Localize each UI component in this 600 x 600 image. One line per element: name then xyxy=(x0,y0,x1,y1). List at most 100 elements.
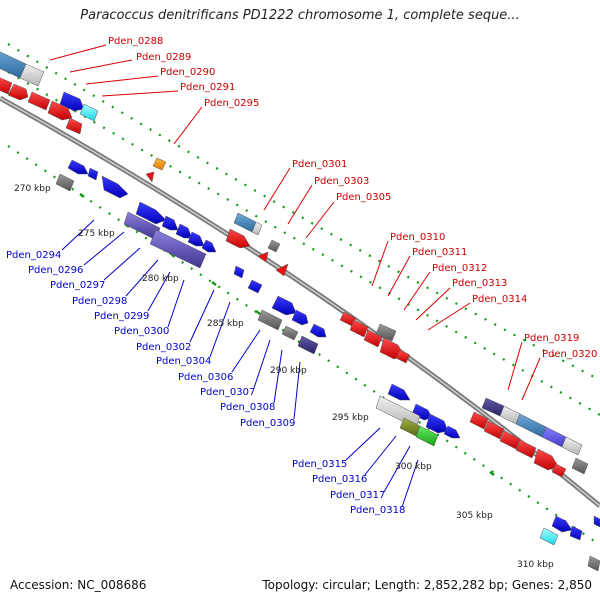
gene-feature xyxy=(233,265,245,279)
forward-gene-labels: Pden_0288 Pden_0289 Pden_0290 Pden_0291 … xyxy=(108,36,597,360)
gene-label[interactable]: Pden_0299 xyxy=(94,311,149,322)
gene-feature xyxy=(539,527,559,546)
gene-feature xyxy=(67,159,89,175)
gene-feature xyxy=(375,323,397,342)
gene-label[interactable]: Pden_0291 xyxy=(180,82,235,93)
gene-feature xyxy=(349,319,369,338)
gene-feature xyxy=(425,413,449,434)
gene-label[interactable]: Pden_0314 xyxy=(472,294,527,305)
gene-feature xyxy=(233,212,257,233)
gene-label[interactable]: Pden_0319 xyxy=(524,333,579,344)
gene-feature xyxy=(257,309,283,331)
gene-feature xyxy=(541,426,567,448)
kbp-label: 290 kbp xyxy=(270,366,307,376)
gene-label[interactable]: Pden_0298 xyxy=(72,296,127,307)
gene-feature xyxy=(152,157,167,171)
kbp-label: 275 kbp xyxy=(78,229,115,239)
gene-label[interactable]: Pden_0309 xyxy=(240,418,295,429)
gene-feature xyxy=(225,228,251,249)
gene-label[interactable]: Pden_0303 xyxy=(314,176,369,187)
gene-feature xyxy=(469,411,489,430)
gene-feature xyxy=(149,229,207,269)
gene-label[interactable]: Pden_0318 xyxy=(350,505,405,516)
gene-label[interactable]: Pden_0307 xyxy=(200,387,255,398)
gene-feature xyxy=(267,239,281,253)
gene-feature xyxy=(399,417,421,437)
gene-feature xyxy=(483,420,505,440)
forward-label-connectors xyxy=(49,44,541,401)
gene-label[interactable]: Pden_0316 xyxy=(312,474,367,485)
gene-feature xyxy=(515,413,547,438)
gene-feature xyxy=(175,223,193,239)
gene-feature xyxy=(515,439,537,459)
gene-label[interactable]: Pden_0313 xyxy=(452,278,507,289)
gene-feature xyxy=(593,515,600,528)
gene-feature xyxy=(569,525,583,541)
gene-feature xyxy=(27,91,51,111)
topology-text: Topology: circular; Length: 2,852,282 bp… xyxy=(262,578,592,592)
gene-feature xyxy=(79,103,99,122)
gene-label[interactable]: Pden_0320 xyxy=(542,349,597,360)
kbp-label: 295 kbp xyxy=(332,413,369,423)
gene-label[interactable]: Pden_0311 xyxy=(412,247,467,258)
kbp-label: 280 kbp xyxy=(142,274,179,284)
tick-track-outer xyxy=(7,43,600,381)
gene-label[interactable]: Pden_0288 xyxy=(108,36,163,47)
kbp-label: 310 kbp xyxy=(517,560,554,570)
gene-feature xyxy=(0,77,13,95)
gene-feature xyxy=(101,175,129,199)
accession-text: Accession: NC_008686 xyxy=(10,578,147,592)
gene-feature xyxy=(247,279,263,294)
gene-feature xyxy=(7,83,29,101)
gene-label[interactable]: Pden_0300 xyxy=(114,326,169,337)
tick-track-upper xyxy=(7,71,600,416)
gene-label[interactable]: Pden_0296 xyxy=(28,265,83,276)
gene-feature xyxy=(271,295,297,316)
gene-label[interactable]: Pden_0312 xyxy=(432,263,487,274)
gene-feature xyxy=(257,251,269,263)
gene-label[interactable]: Pden_0317 xyxy=(330,490,385,501)
kbp-labels: 270 kbp 275 kbp 280 kbp 285 kbp 290 kbp … xyxy=(14,184,554,570)
gene-label[interactable]: Pden_0295 xyxy=(204,98,259,109)
gene-feature xyxy=(187,231,205,247)
gene-feature xyxy=(571,457,589,475)
reverse-gene-labels: Pden_0294 Pden_0296 Pden_0297 Pden_0298 … xyxy=(6,250,405,516)
gene-label[interactable]: Pden_0297 xyxy=(50,280,105,291)
gene-label[interactable]: Pden_0289 xyxy=(136,52,191,63)
gene-feature xyxy=(395,349,411,364)
gene-label[interactable]: Pden_0304 xyxy=(156,356,211,367)
reverse-genes xyxy=(55,159,600,572)
gene-feature xyxy=(291,309,309,326)
gene-label[interactable]: Pden_0305 xyxy=(336,192,391,203)
gene-label[interactable]: Pden_0301 xyxy=(292,159,347,170)
gene-feature xyxy=(561,436,583,456)
gene-label[interactable]: Pden_0302 xyxy=(136,342,191,353)
gene-feature xyxy=(443,425,461,439)
gene-feature xyxy=(275,263,289,277)
gene-feature xyxy=(551,515,573,533)
gene-feature xyxy=(551,463,567,478)
reverse-label-connectors xyxy=(61,219,419,508)
gene-label[interactable]: Pden_0306 xyxy=(178,372,233,383)
gene-feature xyxy=(587,555,600,572)
gene-label[interactable]: Pden_0315 xyxy=(292,459,347,470)
gene-feature xyxy=(297,335,319,355)
kbp-label: 270 kbp xyxy=(14,184,51,194)
kbp-label: 300 kbp xyxy=(395,462,432,472)
gene-feature xyxy=(161,215,179,231)
gene-feature xyxy=(19,63,45,87)
gene-feature xyxy=(387,383,411,401)
gene-feature xyxy=(135,201,167,225)
gene-label[interactable]: Pden_0290 xyxy=(160,67,215,78)
gene-label[interactable]: Pden_0310 xyxy=(390,232,445,243)
gene-feature xyxy=(415,425,439,447)
map-title: Paracoccus denitrificans PD1222 chromoso… xyxy=(80,8,520,23)
gene-feature xyxy=(87,167,99,181)
gene-feature xyxy=(499,430,521,450)
gene-feature xyxy=(251,221,263,236)
gene-label[interactable]: Pden_0294 xyxy=(6,250,61,261)
gene-label[interactable]: Pden_0308 xyxy=(220,402,275,413)
gene-feature xyxy=(201,239,217,253)
